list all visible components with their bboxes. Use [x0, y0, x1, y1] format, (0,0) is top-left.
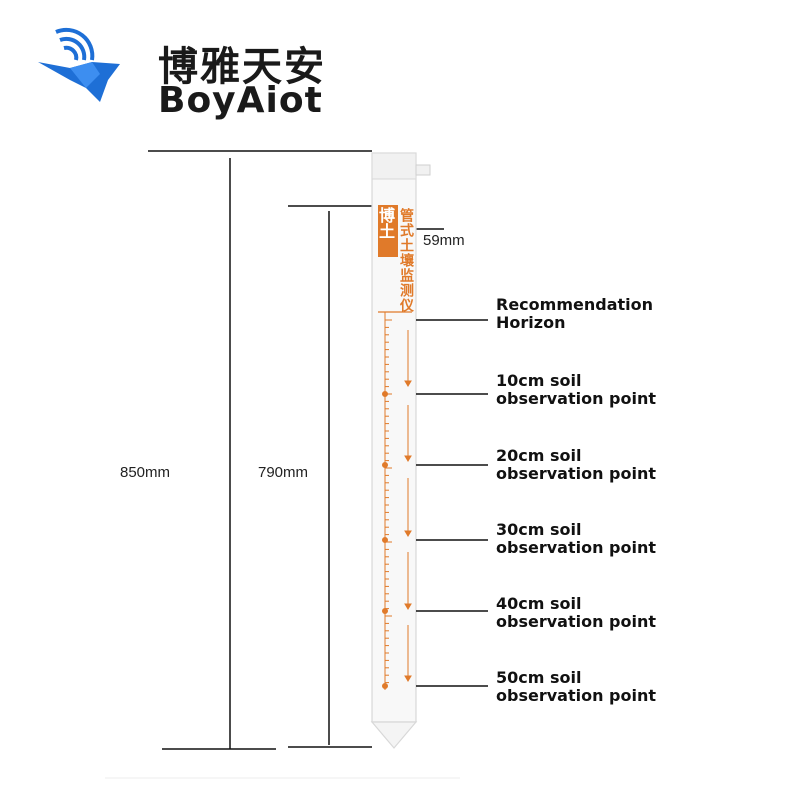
dim-790-label: 790mm — [258, 464, 309, 481]
sensor-point-marker — [382, 537, 388, 543]
dim-850-label: 850mm — [120, 464, 171, 481]
brand-name-cn: 博雅天安 — [158, 44, 326, 90]
dim-59-label: 59mm — [423, 232, 465, 249]
brand-name-en: BoyAiot — [158, 80, 323, 121]
scale-arrow-head — [404, 530, 412, 537]
scale-arrow-head — [404, 603, 412, 610]
device-badge: 博土 — [376, 207, 395, 239]
sensor-point-marker — [382, 608, 388, 614]
sensor-point-marker — [382, 391, 388, 397]
bird-wifi-icon — [38, 27, 120, 102]
sensor-point-marker — [382, 683, 388, 689]
scale-arrow-head — [404, 455, 412, 462]
scale-arrow-head — [404, 675, 412, 682]
device-title: 管式土壤监测仪 — [398, 208, 414, 313]
brand-logo: 博雅天安 BoyAiot — [30, 24, 324, 121]
soil-probe-tube — [370, 152, 431, 749]
scale-arrow-head — [404, 380, 412, 387]
sensor-point-marker — [382, 462, 388, 468]
